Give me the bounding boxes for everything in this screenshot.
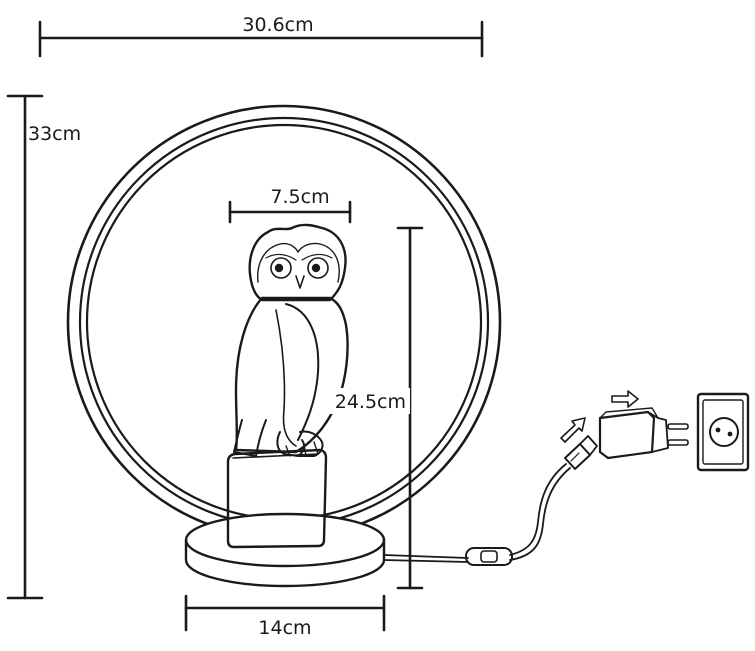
block-pedestal: [226, 448, 328, 549]
label-owl-width: 7.5cm: [270, 186, 329, 208]
wall-socket: [696, 392, 750, 472]
label-overall-width: 30.6cm: [242, 14, 313, 36]
dimension-owl-width: 7.5cm: [228, 186, 352, 224]
power-adapter: [598, 407, 689, 460]
power-cable: [383, 463, 571, 563]
inline-switch: [465, 547, 513, 566]
dimension-overall-height: 33cm: [6, 94, 81, 600]
owl-figure: [233, 223, 349, 457]
dimension-base-width: 14cm: [184, 594, 386, 639]
dimension-overall-width: 30.6cm: [38, 14, 484, 58]
ring-lamp: [66, 104, 502, 540]
usb-plug: [564, 435, 598, 470]
label-owl-height: 24.5cm: [335, 391, 406, 413]
insert-arrow-icon: [560, 417, 586, 443]
round-base: [184, 512, 386, 588]
dimension-owl-height: 24.5cm: [330, 226, 424, 590]
label-overall-height: 33cm: [28, 123, 81, 145]
label-base-width: 14cm: [258, 617, 311, 639]
plug-in-arrow-icon: [611, 390, 639, 408]
